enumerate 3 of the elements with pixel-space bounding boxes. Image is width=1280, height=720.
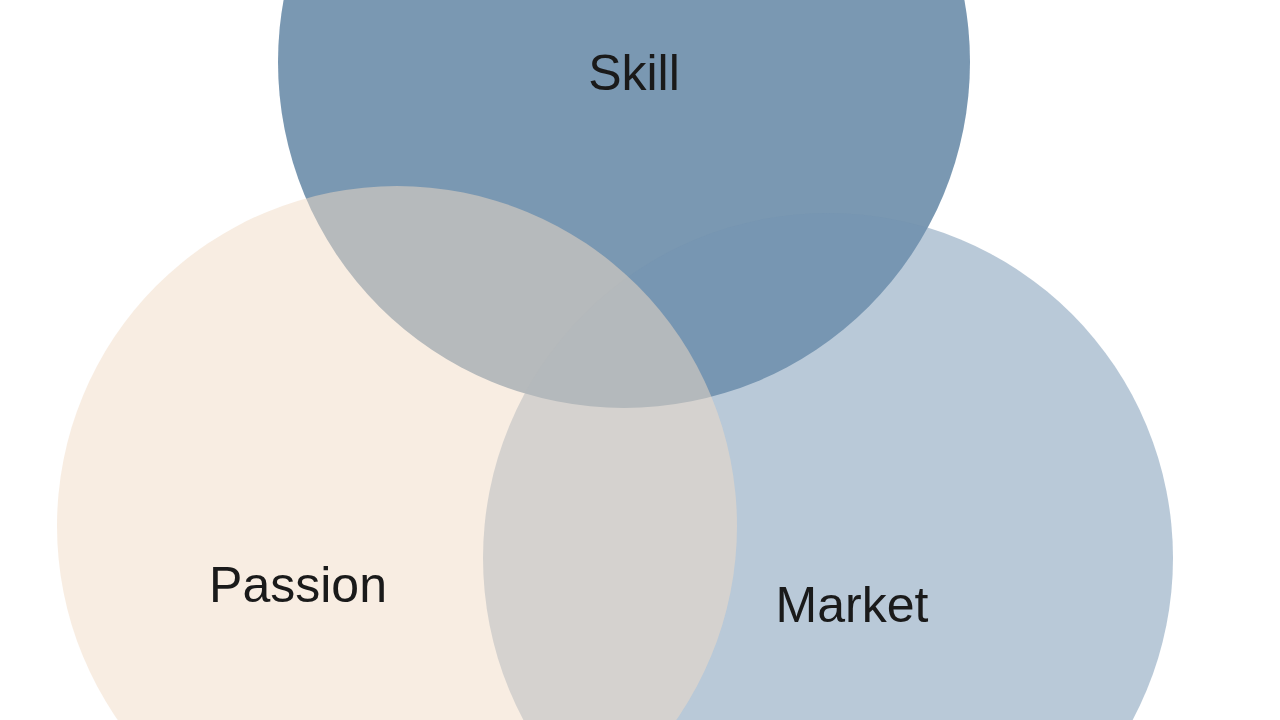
circle-label: Passion <box>209 560 387 610</box>
circle-label: Market <box>775 580 929 630</box>
circle-label: Skill <box>588 48 680 98</box>
